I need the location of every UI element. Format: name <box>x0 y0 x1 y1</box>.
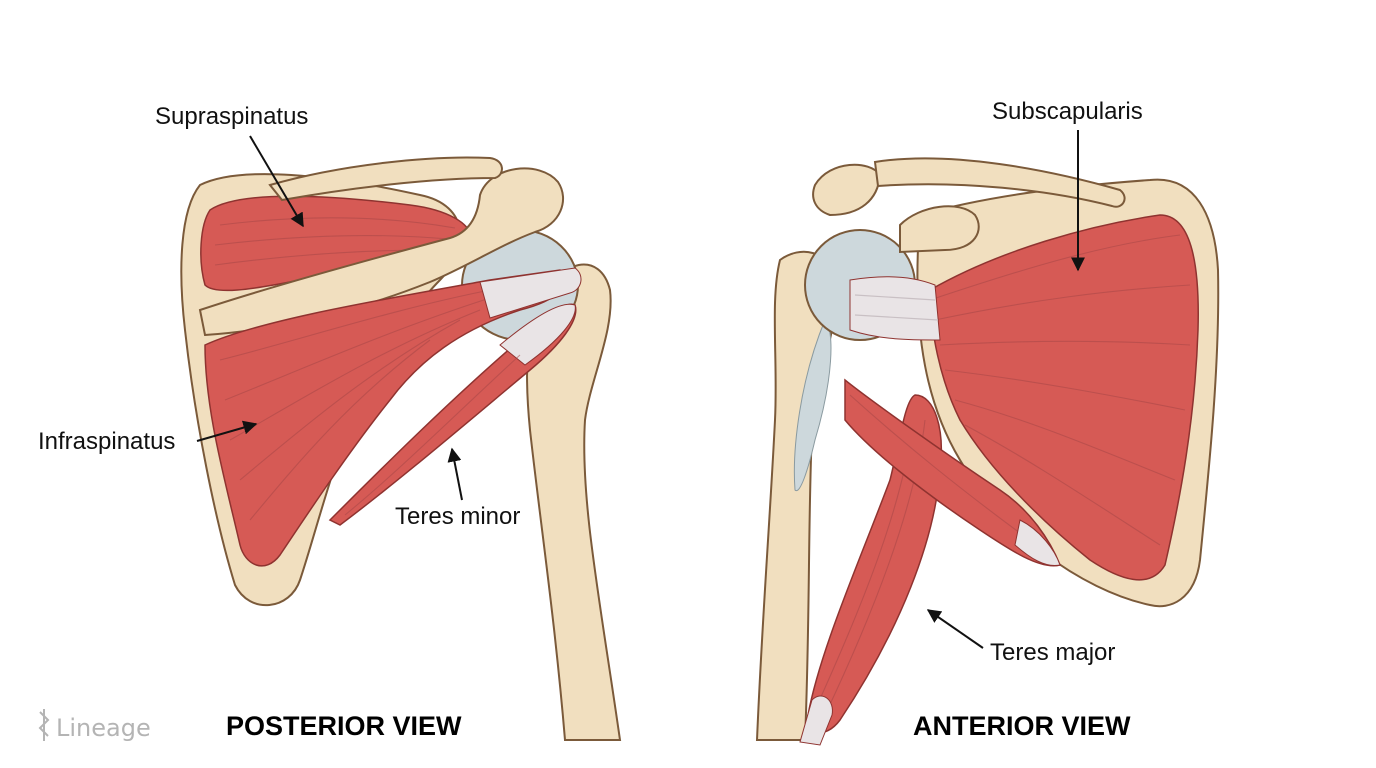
posterior-view-illustration <box>181 157 620 740</box>
anterior-view-title: ANTERIOR VIEW <box>913 711 1131 741</box>
logo-text: Lineage <box>56 714 151 742</box>
subscapularis-muscle <box>930 215 1198 580</box>
label-subscapularis: Subscapularis <box>992 98 1143 125</box>
acromion-anterior <box>813 165 880 215</box>
lineage-logo: Lineage <box>40 709 151 742</box>
lineage-logo-icon <box>40 709 48 741</box>
label-teres-major: Teres major <box>990 639 1115 666</box>
leader-teres-major <box>928 610 983 648</box>
label-teres-minor: Teres minor <box>395 503 520 530</box>
posterior-view-title: POSTERIOR VIEW <box>226 711 462 741</box>
anterior-view-illustration <box>757 158 1218 745</box>
label-infraspinatus: Infraspinatus <box>38 428 175 455</box>
subscapularis-tendon <box>850 277 940 340</box>
coracoid-process <box>900 206 979 252</box>
leader-teres-minor <box>452 449 462 500</box>
label-supraspinatus: Supraspinatus <box>155 103 308 130</box>
